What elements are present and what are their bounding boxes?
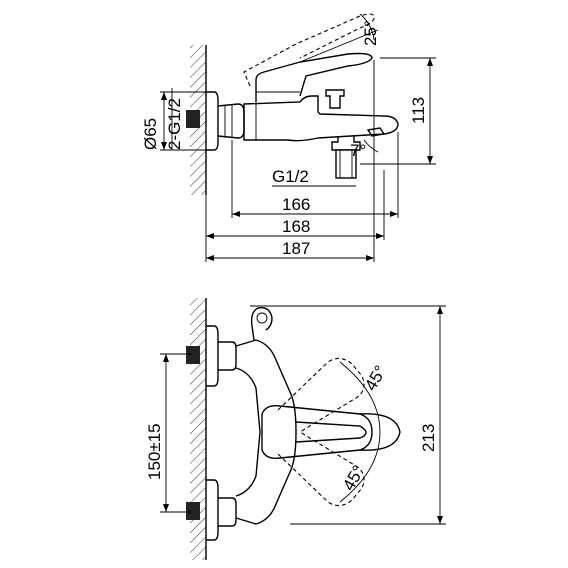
- side-view: 25° 7° 113 Ø65 2-G1/2 G1/2 166: [141, 13, 436, 262]
- angle-upper-label: 45°: [361, 362, 390, 394]
- threaded-connection-icon: [186, 110, 200, 128]
- angle-lower-label: 45°: [339, 462, 368, 494]
- mixer-body-front: [235, 339, 297, 525]
- threaded-connection-upper-icon: [186, 346, 200, 364]
- lever-front: [261, 404, 373, 460]
- eccentric-nut: [217, 103, 245, 139]
- front-view: 45° 45° 150±15 213: [145, 298, 446, 560]
- flange: [206, 91, 219, 151]
- flange-upper: [206, 325, 219, 387]
- height-213-label: 213: [419, 424, 438, 452]
- flange-lower: [206, 479, 219, 541]
- diverter-knob-icon: [325, 89, 345, 109]
- angle-lever-label: 25°: [361, 20, 380, 46]
- lever-handle-open: [243, 13, 375, 87]
- lever-handle: [255, 52, 373, 102]
- width-168-label: 168: [282, 217, 310, 236]
- height-113-label: 113: [409, 97, 428, 124]
- threaded-connection-lower-icon: [186, 502, 200, 520]
- connection-pair-label: 2-G1/2: [165, 98, 184, 150]
- mixer-body: [243, 95, 399, 142]
- diameter-label: Ø65: [141, 118, 160, 150]
- wall-hatch-bottom: [190, 298, 206, 560]
- width-166-label: 166: [282, 195, 310, 214]
- connection-outlet-label: G1/2: [272, 167, 309, 186]
- spout-tip-icon: [366, 127, 386, 137]
- shower-hook-icon: [250, 307, 273, 341]
- width-187-label: 187: [282, 239, 310, 258]
- centers-label: 150±15: [145, 423, 164, 480]
- angle-spout-label: 7°: [350, 141, 366, 160]
